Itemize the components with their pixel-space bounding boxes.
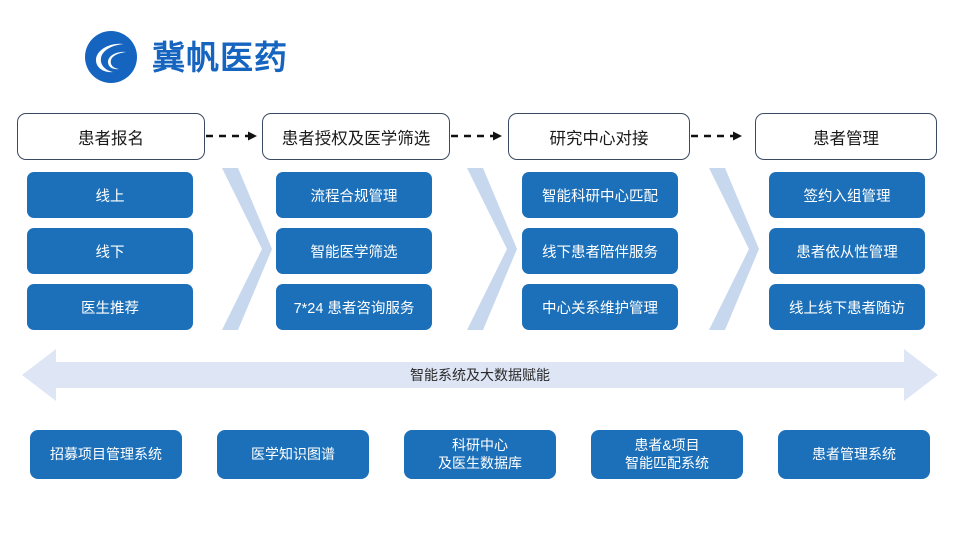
brand-header: 冀帆医药: [84, 30, 288, 84]
system-box-line2: 及医生数据库: [438, 454, 522, 471]
stage-item[interactable]: 7*24 患者咨询服务: [276, 284, 432, 330]
stage-items-2: 智能科研中心匹配 线下患者陪伴服务 中心关系维护管理: [522, 172, 678, 330]
stage-items-1: 流程合规管理 智能医学筛选 7*24 患者咨询服务: [276, 172, 432, 330]
stage-item[interactable]: 线上线下患者随访: [769, 284, 925, 330]
system-box-line1: 患者&项目: [634, 437, 700, 453]
chevron-right-icon-1: [467, 168, 517, 330]
dashed-arrow-icon-1: [451, 131, 502, 141]
stage-item[interactable]: 线下: [27, 228, 193, 274]
system-box[interactable]: 科研中心 及医生数据库: [404, 430, 556, 479]
stage-item[interactable]: 患者依从性管理: [769, 228, 925, 274]
system-box[interactable]: 患者&项目 智能匹配系统: [591, 430, 743, 479]
stage-header-1[interactable]: 患者授权及医学筛选: [262, 113, 450, 160]
system-box-line2: 智能匹配系统: [625, 454, 709, 471]
double-headed-arrow-icon: [22, 349, 938, 401]
system-box-line1: 招募项目管理系统: [50, 445, 162, 462]
stage-item[interactable]: 线下患者陪伴服务: [522, 228, 678, 274]
stage-item[interactable]: 线上: [27, 172, 193, 218]
stage-header-label: 患者管理: [813, 129, 879, 148]
crescent-circle-logo-icon: [85, 31, 137, 83]
system-box-line1: 患者管理系统: [812, 445, 896, 462]
chevron-right-icon-2: [709, 168, 759, 330]
system-box-line1: 医学知识图谱: [251, 445, 335, 462]
stage-item[interactable]: 流程合规管理: [276, 172, 432, 218]
stage-header-2[interactable]: 研究中心对接: [508, 113, 690, 160]
stage-header-label: 患者报名: [78, 129, 144, 148]
dashed-arrow-icon-2: [691, 131, 742, 141]
system-row: 招募项目管理系统 医学知识图谱 科研中心 及医生数据库 患者&项目 智能匹配系统…: [30, 430, 930, 479]
chevron-right-icon-0: [222, 168, 272, 330]
stage-header-0[interactable]: 患者报名: [17, 113, 205, 160]
stage-header-3[interactable]: 患者管理: [755, 113, 937, 160]
system-box[interactable]: 患者管理系统: [778, 430, 930, 479]
stage-item[interactable]: 智能科研中心匹配: [522, 172, 678, 218]
system-box-line1: 科研中心: [452, 437, 508, 453]
stage-item[interactable]: 医生推荐: [27, 284, 193, 330]
stage-item[interactable]: 智能医学筛选: [276, 228, 432, 274]
stage-items-3: 签约入组管理 患者依从性管理 线上线下患者随访: [769, 172, 925, 330]
stage-items-0: 线上 线下 医生推荐: [27, 172, 193, 330]
system-box[interactable]: 医学知识图谱: [217, 430, 369, 479]
dashed-arrow-icon-0: [206, 131, 257, 141]
stage-item[interactable]: 中心关系维护管理: [522, 284, 678, 330]
brand-name: 冀帆医药: [152, 38, 288, 76]
system-box[interactable]: 招募项目管理系统: [30, 430, 182, 479]
stage-item[interactable]: 签约入组管理: [769, 172, 925, 218]
stage-header-label: 患者授权及医学筛选: [281, 129, 431, 148]
stage-header-label: 研究中心对接: [549, 129, 649, 148]
